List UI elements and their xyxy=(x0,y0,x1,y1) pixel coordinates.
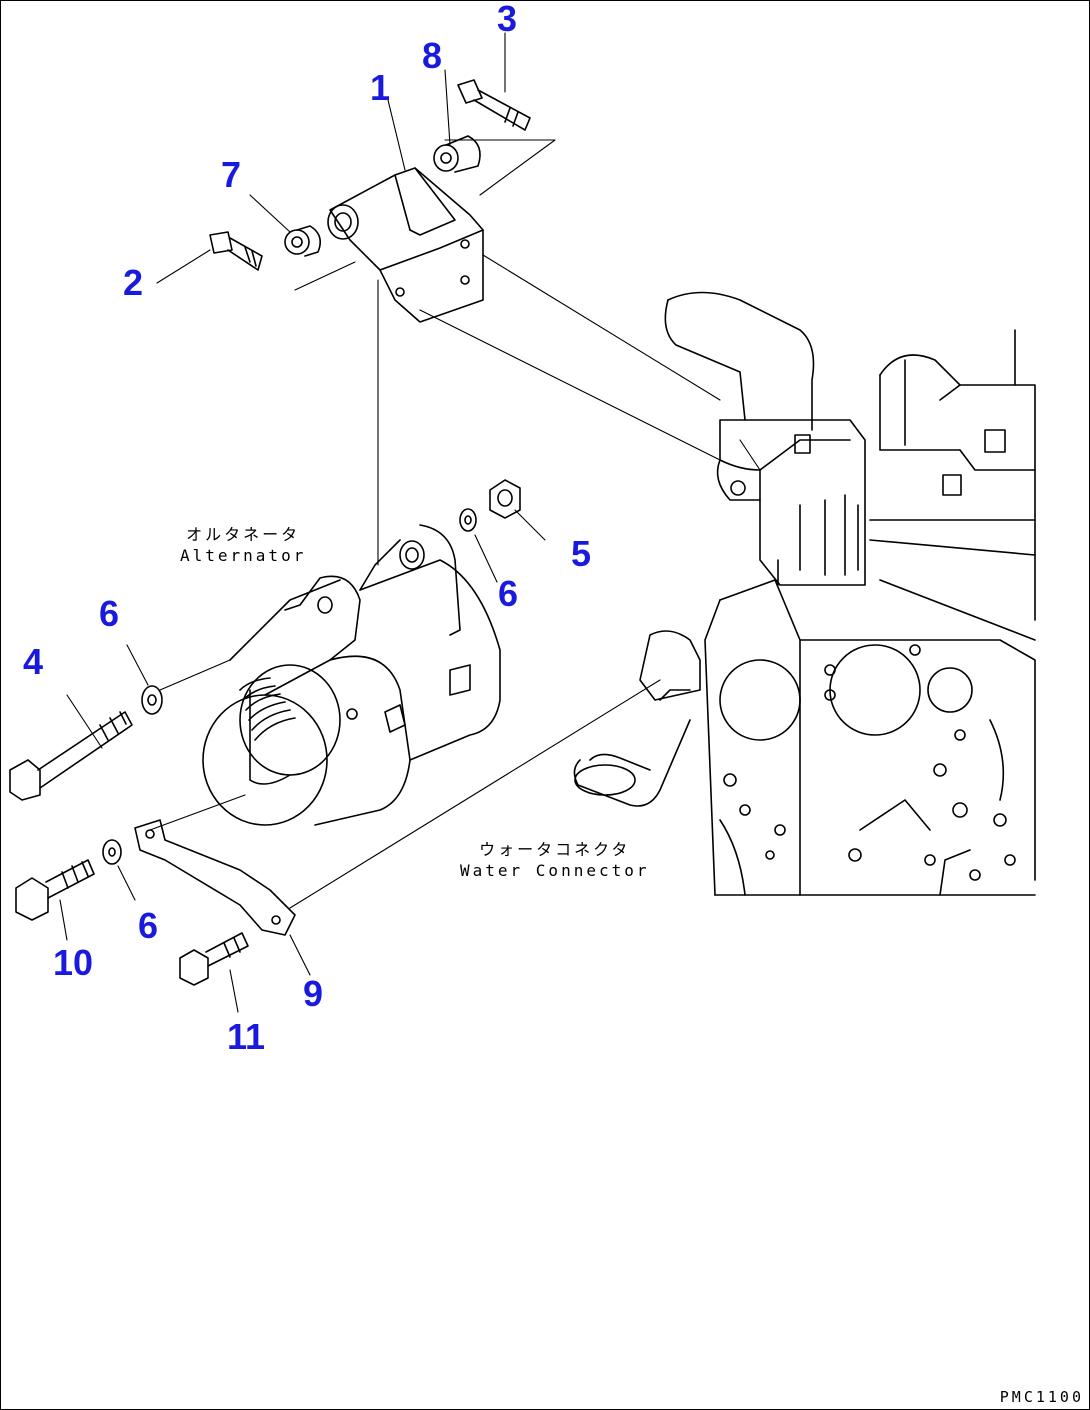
water-connector xyxy=(573,630,701,807)
alternator-label-en: Alternator xyxy=(180,545,307,565)
callout-3: 3 xyxy=(496,0,518,39)
bolt-part-2 xyxy=(209,231,263,271)
nut-part-5 xyxy=(489,479,521,519)
bolt-part-4 xyxy=(9,711,133,801)
spacer-part-7 xyxy=(284,225,321,257)
callout-10: 10 xyxy=(52,942,94,983)
alternator-label-jp: オルタネータ xyxy=(186,525,301,544)
callout-6-upper: 6 xyxy=(497,573,519,614)
callout-8: 8 xyxy=(421,35,443,76)
figure-code: PMC1100 xyxy=(999,1388,1084,1406)
alternator-label: オルタネータ Alternator xyxy=(180,525,306,567)
washer-part-6-upper xyxy=(459,508,477,532)
engine-block xyxy=(664,291,1036,896)
callout-6-lower: 6 xyxy=(137,905,159,946)
plate-part-9 xyxy=(134,819,296,936)
callout-9: 9 xyxy=(302,973,324,1014)
alternator-body xyxy=(202,524,501,826)
callout-leaders xyxy=(59,32,546,1013)
water-connector-label-en: Water Connector xyxy=(460,860,650,880)
callout-7: 7 xyxy=(220,154,242,195)
assembly-lines xyxy=(149,139,761,909)
bolt-part-10 xyxy=(15,859,95,921)
callout-1: 1 xyxy=(369,67,391,108)
washer-part-6-lower xyxy=(102,839,122,865)
callout-2: 2 xyxy=(122,262,144,303)
water-connector-label-jp: ウォータコネクタ xyxy=(479,840,631,859)
bracket-part-1 xyxy=(327,167,484,323)
callout-5: 5 xyxy=(570,533,592,574)
bushing-part-8 xyxy=(433,135,481,173)
callout-6-middle: 6 xyxy=(98,593,120,634)
washer-part-6-middle xyxy=(141,685,163,715)
bolt-part-11 xyxy=(179,932,249,986)
callout-4: 4 xyxy=(22,641,44,682)
water-connector-label: ウォータコネクタ Water Connector xyxy=(460,840,650,882)
bolt-part-3 xyxy=(457,79,531,131)
callout-11: 11 xyxy=(226,1016,266,1057)
